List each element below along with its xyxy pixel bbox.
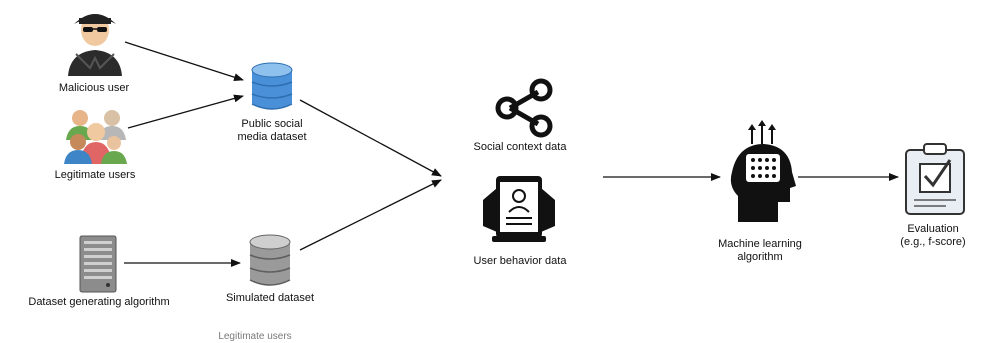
- caption-legitimate-users: Legitimate users: [218, 331, 292, 342]
- arrow-simulated-to-merge: [299, 179, 442, 251]
- brain-head-icon: [730, 120, 796, 222]
- label-dataset-generating-algorithm: Dataset generating algorithm: [28, 296, 170, 308]
- arrows: [124, 41, 899, 267]
- arrow-public-to-merge: [299, 99, 442, 177]
- label-evaluation-line1: Evaluation: [907, 223, 959, 235]
- server-icon: [79, 235, 117, 293]
- label-public-dataset: Public social media dataset: [212, 118, 332, 144]
- label-evaluation: Evaluation (e.g., f-score): [885, 223, 981, 249]
- label-machine-learning-algorithm: Machine learning algorithm: [700, 238, 820, 264]
- label-user-behavior-data: User behavior data: [473, 255, 567, 267]
- label-simulated-dataset: Simulated dataset: [225, 292, 315, 304]
- profile-tablet-icon: [483, 176, 555, 242]
- label-ml-line2: algorithm: [737, 251, 783, 263]
- users-group-icon: [64, 110, 127, 164]
- label-legitimate-users: Legitimate users: [54, 169, 136, 181]
- label-public-dataset-line2: media dataset: [237, 131, 307, 143]
- hacker-icon: [68, 14, 122, 76]
- label-social-context-data: Social context data: [473, 141, 567, 153]
- label-ml-line1: Machine learning: [718, 238, 802, 250]
- arrow-legitimate-to-public: [127, 94, 244, 129]
- simulated-database-icon: [249, 234, 291, 286]
- public-database-icon: [251, 62, 293, 110]
- arrow-malicious-to-public: [124, 41, 244, 82]
- clipboard-check-icon: [905, 143, 965, 215]
- label-evaluation-line2: (e.g., f-score): [900, 236, 966, 248]
- label-malicious-user: Malicious user: [58, 82, 130, 94]
- label-public-dataset-line1: Public social: [241, 118, 303, 130]
- share-icon: [495, 78, 553, 138]
